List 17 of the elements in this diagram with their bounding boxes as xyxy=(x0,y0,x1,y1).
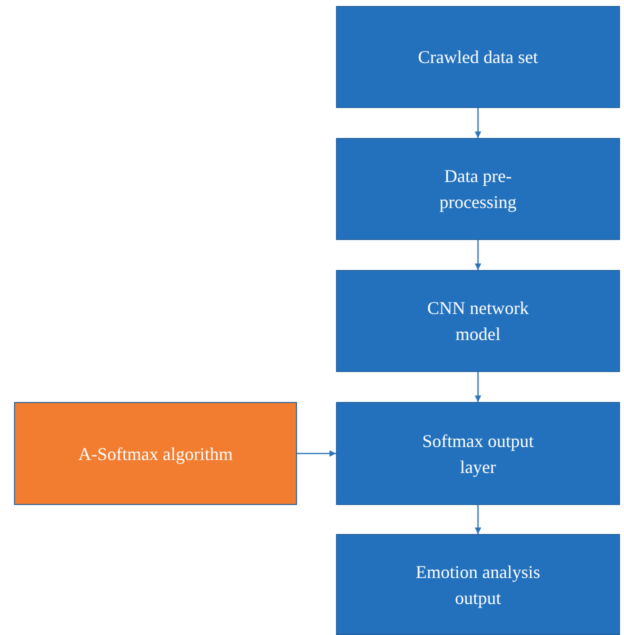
process-box xyxy=(336,534,620,635)
process-box xyxy=(336,6,620,108)
box-label: Emotion analysis output xyxy=(414,560,542,610)
arrow xyxy=(474,240,482,270)
arrow xyxy=(297,450,336,457)
box-label: A-Softmax algorithm xyxy=(78,442,233,466)
arrow xyxy=(474,505,482,534)
box-label: CNN network model xyxy=(426,297,530,346)
arrow xyxy=(474,372,482,402)
process-box xyxy=(336,402,620,505)
arrow xyxy=(474,108,482,138)
box-label: Softmax output layer xyxy=(421,430,535,479)
process-box xyxy=(14,402,297,505)
process-box xyxy=(336,270,620,372)
box-label: Crawled data set xyxy=(418,46,538,69)
process-box xyxy=(336,138,620,240)
box-label: Data pre-processing xyxy=(438,165,518,214)
